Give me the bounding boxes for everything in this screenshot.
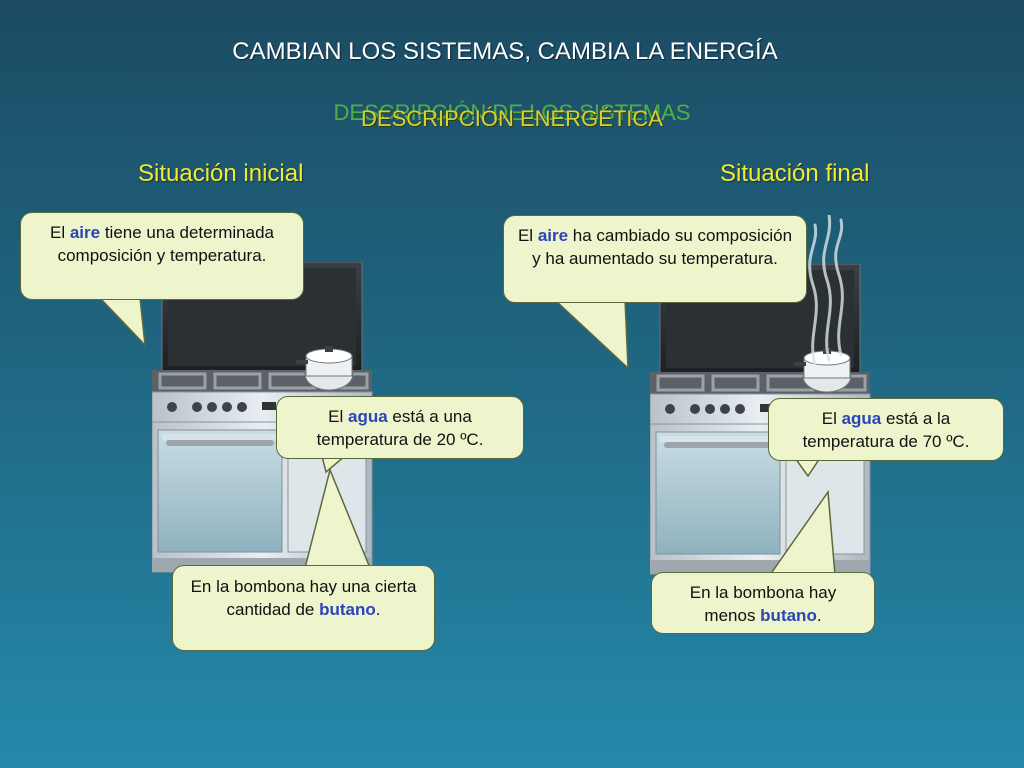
bubble-initial-water: El agua está a una temperatura de 20 ºC. [276,396,524,459]
subtitle-energy: DESCRIPCIÓN ENERGÉTICA [361,106,663,131]
bubble-initial-gas: En la bombona hay una cierta cantidad de… [172,565,435,651]
heading-initial: Situación inicial [138,160,304,187]
subtitle-systems: DESCRIPCIÓN DE LOS SISTEMAS [333,100,691,125]
bubble-final-water: El agua está a la temperatura de 70 ºC. [768,398,1004,461]
bubble-final-air: El aire ha cambiado su composición y ha … [503,215,807,303]
bubble-initial-air: El aire tiene una determinada composició… [20,212,304,300]
heading-final: Situación final [720,160,870,187]
bubble-final-gas: En la bombona hay menos butano. [651,572,875,634]
steam-icon [808,215,844,365]
slide-title: CAMBIAN LOS SISTEMAS, CAMBIA LA ENERGÍA [232,38,778,65]
